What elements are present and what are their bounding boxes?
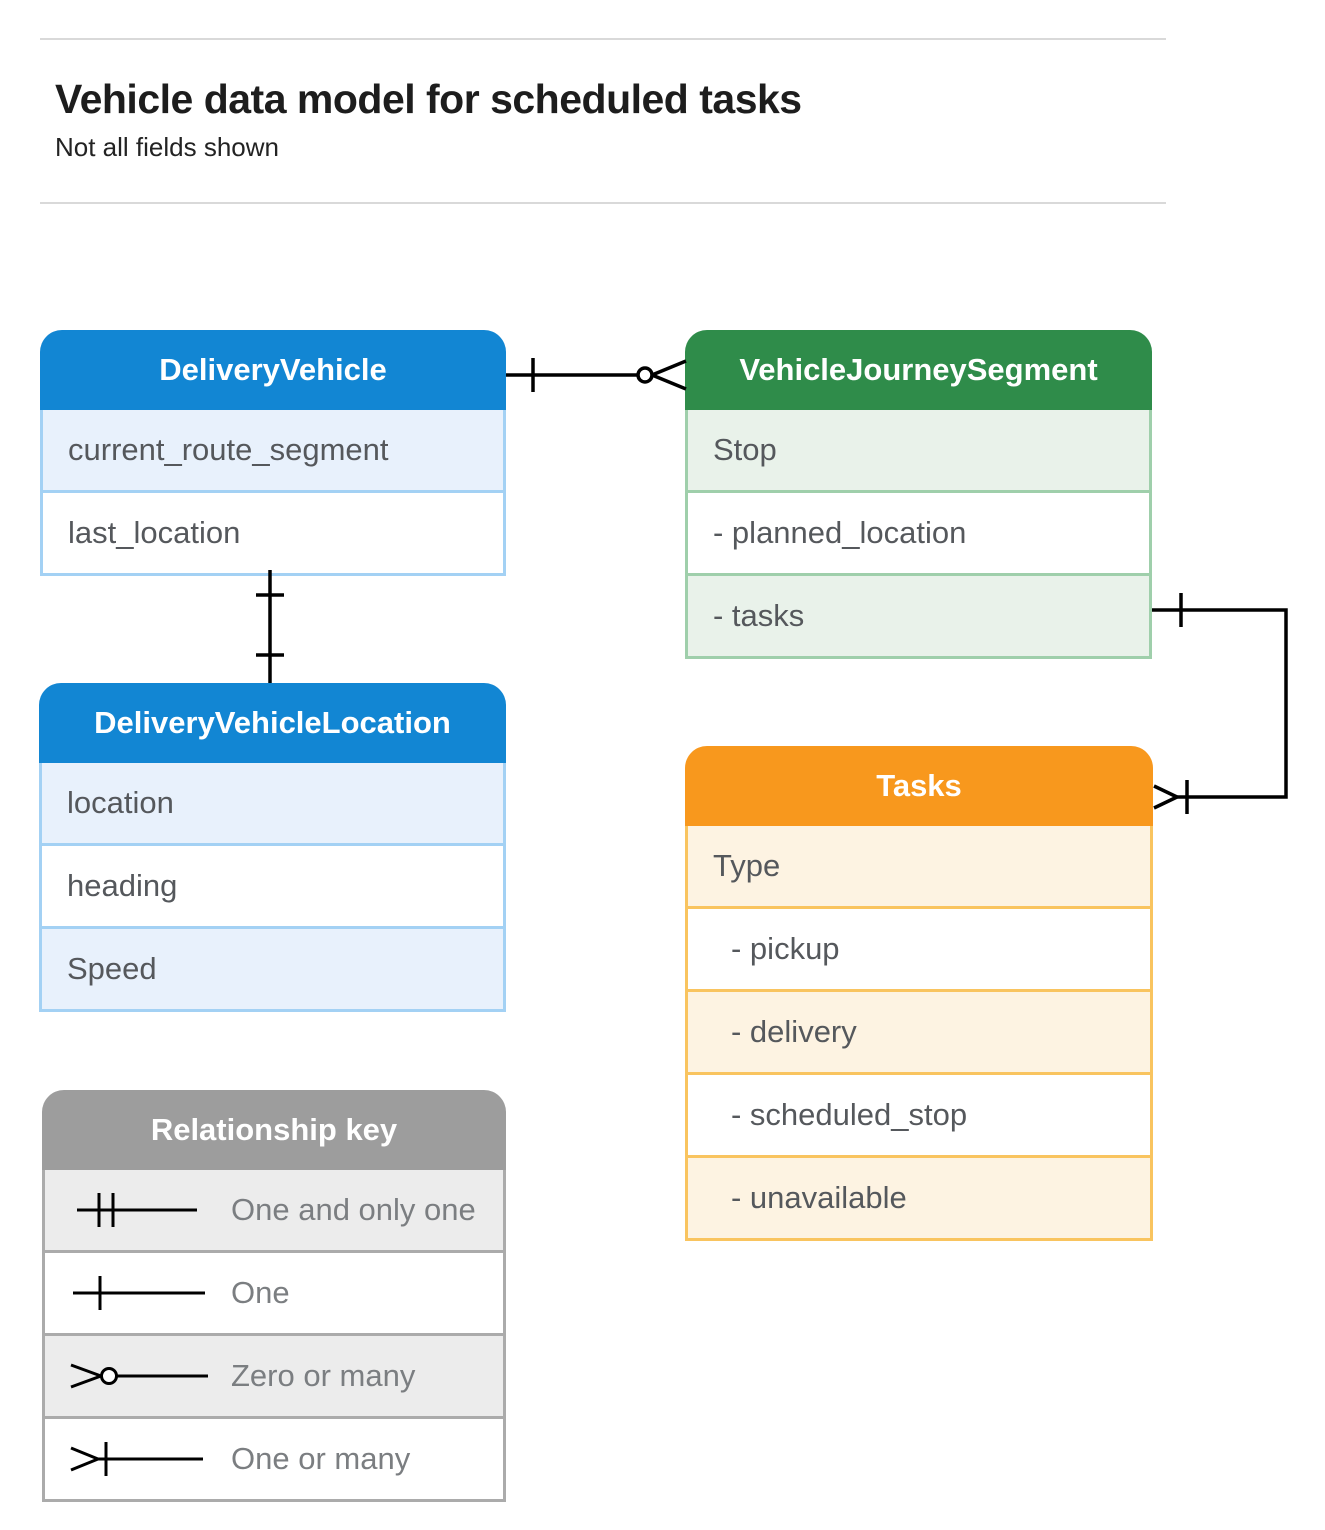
legend-item: One or many xyxy=(45,1416,503,1499)
legend-item: Zero or many xyxy=(45,1333,503,1416)
bottom-divider xyxy=(40,202,1166,204)
legend-item-label: Zero or many xyxy=(231,1358,416,1393)
entity-delivery-vehicle-location: DeliveryVehicleLocation location heading… xyxy=(39,683,506,1012)
entity-field-list: current_route_segment last_location xyxy=(40,410,506,576)
entity-title: Tasks xyxy=(685,746,1153,826)
legend-item-list: One and only one One Zero or many xyxy=(42,1170,506,1502)
legend-item-label: One xyxy=(231,1275,290,1310)
entity-field-list: location heading Speed xyxy=(39,763,506,1012)
one-symbol xyxy=(73,1276,205,1310)
field-row: - tasks xyxy=(688,573,1149,656)
field-row: - delivery xyxy=(688,989,1150,1072)
zero-or-many-symbol xyxy=(70,1363,208,1389)
legend-item: One and only one xyxy=(45,1170,503,1250)
field-row: Type xyxy=(688,826,1150,906)
entity-field-list: Stop - planned_location - tasks xyxy=(685,410,1152,659)
field-row: - unavailable xyxy=(688,1155,1150,1238)
entity-title: DeliveryVehicleLocation xyxy=(39,683,506,763)
entity-delivery-vehicle: DeliveryVehicle current_route_segment la… xyxy=(40,330,506,576)
entity-field-list: Type - pickup - delivery - scheduled_sto… xyxy=(685,826,1153,1241)
one-or-many-symbol xyxy=(70,1442,203,1476)
page-title: Vehicle data model for scheduled tasks xyxy=(55,76,802,122)
one-and-only-one-symbol xyxy=(77,1193,197,1227)
legend-title: Relationship key xyxy=(42,1090,506,1170)
field-row: - planned_location xyxy=(688,490,1149,573)
field-row: Stop xyxy=(688,410,1149,490)
field-row: heading xyxy=(42,843,503,926)
field-row: location xyxy=(42,763,503,843)
entity-tasks: Tasks Type - pickup - delivery - schedul… xyxy=(685,746,1153,1241)
field-row: - pickup xyxy=(688,906,1150,989)
legend-item-label: One and only one xyxy=(231,1192,476,1227)
field-row: - scheduled_stop xyxy=(688,1072,1150,1155)
field-row: current_route_segment xyxy=(43,410,503,490)
field-row: Speed xyxy=(42,926,503,1009)
connector-deliveryvehicle-vehiclejourneysegment xyxy=(506,358,687,392)
connector-vehiclejourneysegment-tasks xyxy=(1152,593,1288,814)
field-row: last_location xyxy=(43,490,503,573)
relationship-key: Relationship key One and only one One xyxy=(42,1090,506,1502)
entity-title: DeliveryVehicle xyxy=(40,330,506,410)
legend-item-label: One or many xyxy=(231,1441,411,1476)
connector-deliveryvehicle-deliveryvehiclelocation xyxy=(256,570,284,683)
entity-vehicle-journey-segment: VehicleJourneySegment Stop - planned_loc… xyxy=(685,330,1152,659)
page-subtitle: Not all fields shown xyxy=(55,132,279,162)
top-divider xyxy=(40,38,1166,40)
entity-title: VehicleJourneySegment xyxy=(685,330,1152,410)
legend-item: One xyxy=(45,1250,503,1333)
